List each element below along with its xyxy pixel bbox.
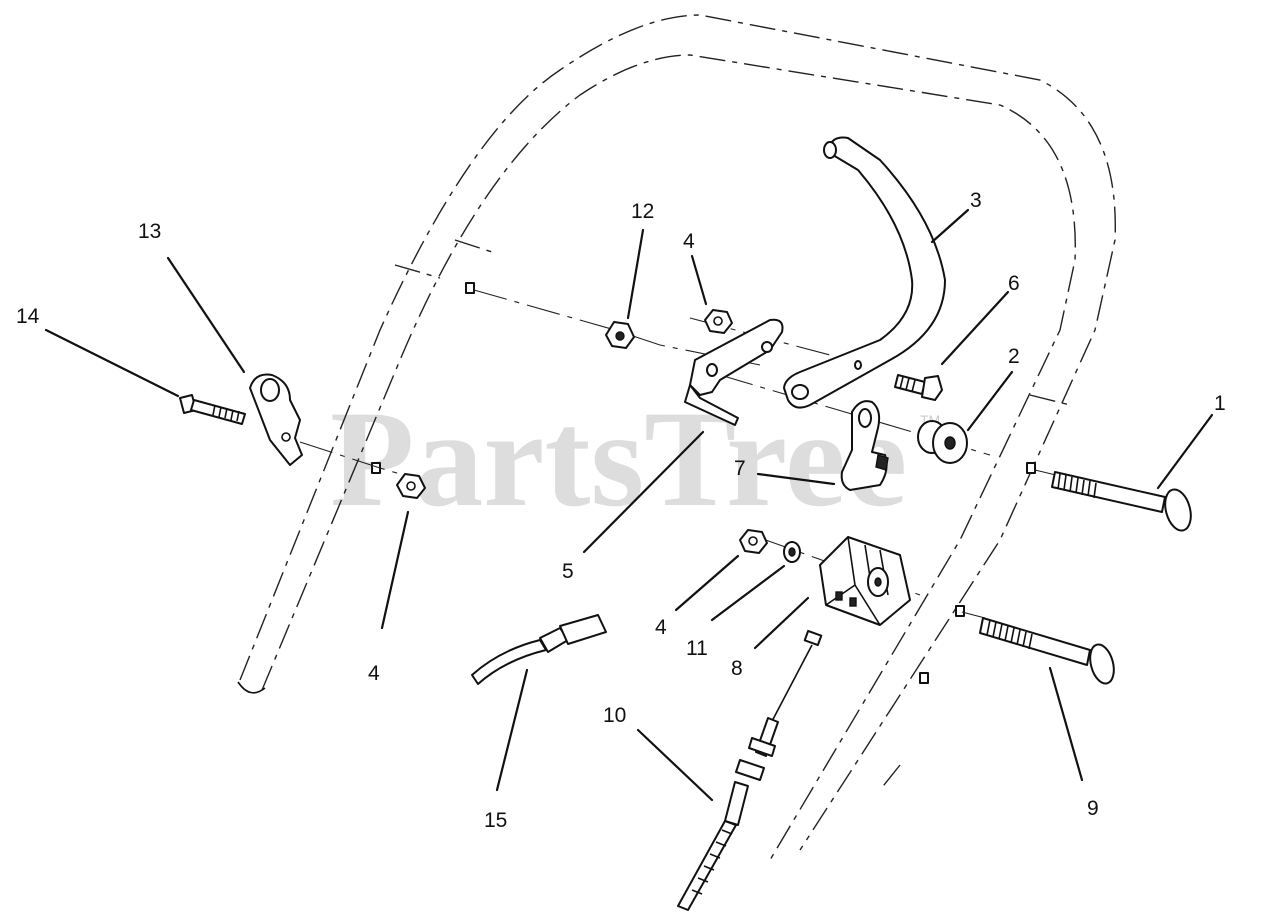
callout-4-upper: 4: [683, 230, 695, 253]
callout-7: 7: [734, 457, 746, 480]
part-hex-nut-left: [396, 473, 426, 499]
part-washer: [783, 541, 801, 563]
callout-10: 10: [603, 704, 626, 727]
part-hex-bolt: [894, 374, 943, 401]
part-hex-nut-center: [739, 529, 768, 554]
part-hex-nut-upper: [704, 309, 733, 334]
part-wire-terminal: [471, 614, 607, 685]
callout-14: 14: [16, 305, 40, 328]
part-cable-bracket: [249, 373, 303, 466]
part-control-bracket: [684, 318, 784, 426]
callout-1: 1: [1214, 392, 1226, 415]
part-carriage-bolt-upper: [1051, 471, 1192, 532]
part-knob: [917, 420, 968, 464]
callout-11: 11: [686, 637, 708, 660]
part-flange-nut: [605, 321, 635, 349]
callout-numbers: 1 2 3 4 4 4 5 6 7 8 9 10 11 12 13 14 15: [16, 189, 1226, 832]
watermark-text: PartsTree: [330, 382, 907, 535]
part-cable-connector: [840, 400, 889, 491]
callout-6: 6: [1008, 272, 1020, 295]
part-cap-screw: [179, 394, 246, 425]
callout-12: 12: [631, 200, 654, 223]
handle-outline: [237, 14, 1116, 861]
callout-9: 9: [1087, 797, 1099, 820]
callout-4-left: 4: [368, 662, 380, 685]
callout-4-center: 4: [655, 616, 667, 639]
callout-15: 15: [484, 809, 507, 832]
part-carriage-bolt-lower: [979, 617, 1115, 685]
part-control-cable: [677, 629, 823, 911]
callout-8: 8: [731, 657, 743, 680]
callout-3: 3: [970, 189, 982, 212]
part-bail-lever: [783, 136, 946, 409]
callout-2: 2: [1008, 345, 1020, 368]
callout-5: 5: [562, 560, 574, 583]
callout-13: 13: [138, 220, 161, 243]
leader-lines: [44, 208, 1214, 802]
part-clamp-block: [819, 536, 911, 626]
